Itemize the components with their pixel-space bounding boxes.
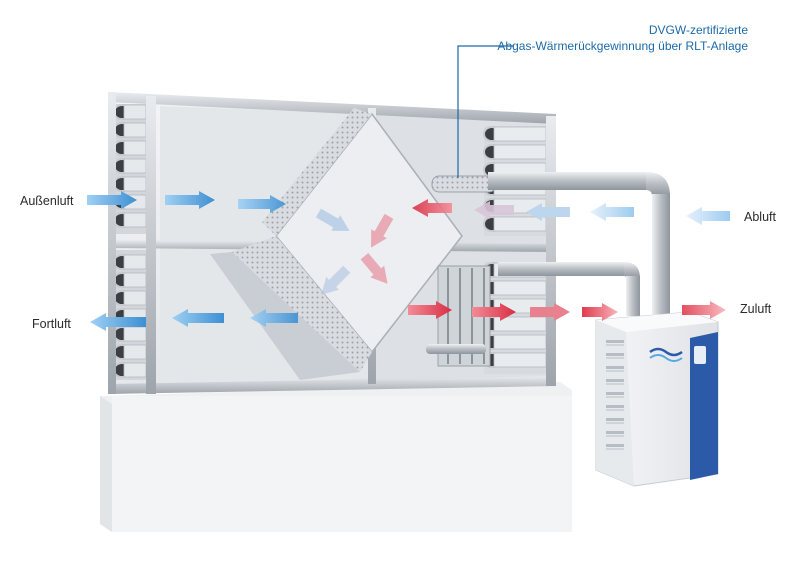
unit-plinth bbox=[100, 382, 572, 532]
label-return-air: Abluft bbox=[744, 210, 776, 224]
arrow-exhaust-2 bbox=[172, 309, 224, 327]
arrow-supply-5 bbox=[682, 301, 726, 319]
airflow-arrows bbox=[87, 191, 730, 331]
arrow-supply-1 bbox=[408, 301, 452, 319]
arrow-exchanger-in bbox=[315, 208, 350, 231]
arrow-supply-2 bbox=[472, 303, 516, 321]
boiler-vent-slots bbox=[606, 340, 624, 450]
gas-condensing-boiler bbox=[595, 311, 719, 487]
label-supply-air: Zuluft bbox=[740, 302, 772, 316]
arrow-exhaust-3 bbox=[250, 309, 298, 327]
arrow-outside-air-1 bbox=[87, 191, 137, 209]
arrow-exchanger-warm-in bbox=[370, 213, 394, 248]
arrow-exhaust-1 bbox=[90, 313, 146, 331]
callout-line-1: DVGW-zertifizierte bbox=[648, 23, 748, 37]
arrow-supply-4 bbox=[582, 303, 618, 321]
flue-ducting bbox=[488, 172, 670, 316]
arrow-supply-3 bbox=[530, 303, 570, 321]
arrow-return-1 bbox=[686, 207, 730, 225]
brand-wave-logo bbox=[649, 347, 683, 357]
label-outside-air: Außenluft bbox=[20, 194, 74, 208]
arrow-outside-air-2 bbox=[165, 191, 215, 209]
arrow-outside-air-3 bbox=[238, 195, 286, 213]
arrow-return-5 bbox=[412, 199, 452, 217]
callout-leader-line bbox=[457, 45, 514, 178]
arrow-exchanger-out bbox=[321, 265, 351, 295]
arrow-return-3 bbox=[526, 203, 570, 221]
flue-gas-heat-recovery-coil bbox=[426, 265, 491, 367]
arrow-exchanger-warm-out bbox=[360, 252, 388, 284]
arrow-return-4 bbox=[474, 201, 514, 219]
callout-line-2: Abgas-Wärmerückgewinnung über RLT-Anlage bbox=[497, 39, 748, 53]
callout-heat-recovery: DVGW-zertifizierte Abgas-Wärmerückgewinn… bbox=[497, 22, 748, 54]
boiler-display bbox=[694, 346, 706, 364]
perforated-flue-pipe bbox=[431, 175, 497, 193]
label-exhaust-air: Fortluft bbox=[32, 317, 71, 331]
arrow-return-2 bbox=[590, 203, 634, 221]
